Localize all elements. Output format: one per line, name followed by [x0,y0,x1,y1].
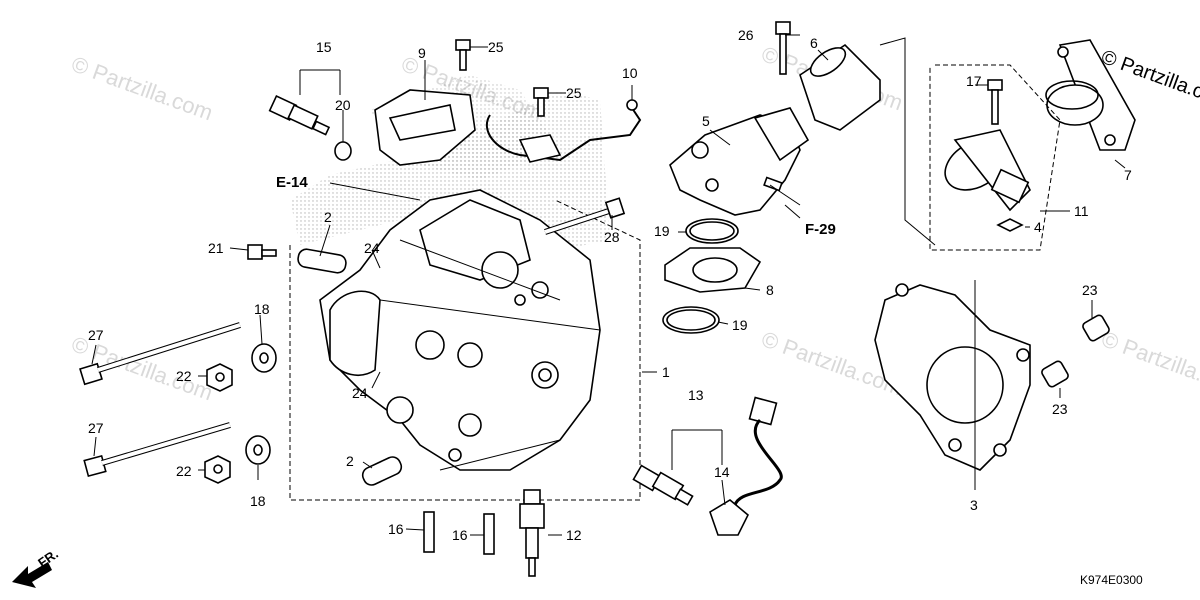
callout-7: 7 [1124,167,1132,183]
front-arrow: FR. [12,546,61,588]
callout-4: 4 [1034,219,1042,235]
bolt-26 [775,21,791,75]
gasket-8 [664,247,762,293]
callout-25b: 25 [566,85,582,101]
callout-19a: 19 [654,223,670,239]
callout-24a: 24 [364,240,380,256]
watermark-7: © Partzilla.com [1098,326,1200,400]
dowel-23b [1041,360,1069,388]
bracket-9 [374,89,476,166]
sensor-14 [709,396,783,536]
callout-12: 12 [566,527,582,543]
sensor-13 [632,464,694,506]
callout-22b: 22 [176,463,192,479]
callout-2b: 2 [346,453,354,469]
band-11 [944,129,1031,212]
stud-16a [423,511,435,553]
o-ring-19a [685,218,739,244]
callout-5: 5 [702,113,710,129]
ref-f29: F-29 [805,221,836,238]
callout-8: 8 [766,282,774,298]
callout-25a: 25 [488,39,504,55]
nut-4 [996,218,1024,232]
callout-1: 1 [662,364,670,380]
callout-14: 14 [714,464,730,480]
leader-lines [91,34,1126,536]
front-label: FR. [35,546,61,570]
washer-20 [334,141,352,161]
callouts: 15 20 9 25 25 10 26 6 5 19 8 19 28 21 2 … [88,27,1132,543]
gasket-3 [874,283,1031,471]
callout-16a: 16 [388,521,404,537]
screw-17 [987,79,1003,125]
watermark-1: © Partzilla.com [68,51,216,125]
stud-16b [483,513,495,555]
callout-2a: 2 [324,209,332,225]
callout-15: 15 [316,39,332,55]
callout-22a: 22 [176,368,192,384]
dowel-2b [361,456,403,486]
callout-26: 26 [738,27,754,43]
bolt-27b [83,422,231,478]
callout-20: 20 [335,97,351,113]
callout-19b: 19 [732,317,748,333]
pipe-10 [485,104,642,163]
callout-16b: 16 [452,527,468,543]
o-ring-10 [626,99,638,111]
callout-18b: 18 [250,493,266,509]
callout-27a: 27 [88,327,104,343]
nut-22a [206,363,233,392]
tube-6 [799,43,881,131]
callout-6: 6 [810,35,818,51]
cylinder-head [319,189,601,471]
callout-24b: 24 [352,385,368,401]
callout-27b: 27 [88,420,104,436]
diagram-code: K974E0300 [1080,573,1143,587]
callout-28: 28 [604,229,620,245]
spark-plug-12 [519,489,545,577]
ref-e14: E-14 [276,174,308,191]
bolt-27a [79,322,241,386]
bolt-21 [247,244,277,260]
callout-11: 11 [1074,203,1089,219]
callout-13: 13 [688,387,704,403]
callout-9: 9 [418,45,426,61]
insulator-5 [669,107,810,216]
dowel-2a [297,248,347,274]
o-ring-19b [662,306,720,334]
bolt-25a [455,39,471,71]
washer-18a [251,343,277,373]
callout-3: 3 [970,497,978,513]
callout-17: 17 [966,73,982,89]
callout-10: 10 [622,65,638,81]
callout-18a: 18 [254,301,270,317]
sensor-15 [268,95,331,136]
callout-23a: 23 [1082,282,1098,298]
bolt-28 [544,197,626,235]
callout-21: 21 [208,240,224,256]
dowel-23a [1082,314,1110,342]
nut-22b [204,455,231,484]
callout-23b: 23 [1052,401,1068,417]
washer-18b [245,435,271,465]
